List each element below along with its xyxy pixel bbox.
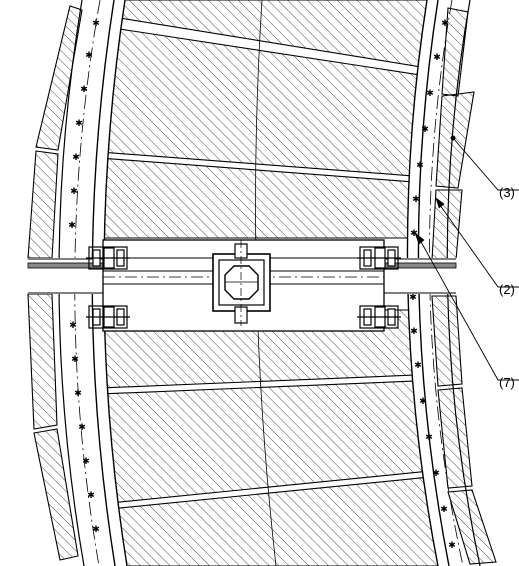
marker: ✱ bbox=[426, 89, 434, 99]
left-segment bbox=[27, 293, 58, 430]
left-joint-bar bbox=[27, 262, 104, 269]
marker: ✱ bbox=[82, 457, 90, 467]
marker: ✱ bbox=[71, 355, 79, 365]
marker: ✱ bbox=[448, 541, 456, 551]
marker: ✱ bbox=[80, 85, 88, 95]
marker: ✱ bbox=[75, 119, 83, 129]
marker: ✱ bbox=[410, 229, 418, 239]
marker: ✱ bbox=[92, 525, 100, 535]
marker: ✱ bbox=[74, 389, 82, 399]
marker: ✱ bbox=[68, 221, 76, 231]
inner-block bbox=[103, 157, 438, 239]
marker: ✱ bbox=[412, 195, 420, 205]
left-segment bbox=[35, 5, 83, 151]
right-centerline bbox=[429, 0, 464, 566]
callout-label-2: (2) bbox=[499, 282, 515, 297]
left-outer-segments bbox=[27, 5, 83, 561]
right-outer-segments bbox=[431, 7, 497, 565]
leader-line-3 bbox=[452, 137, 519, 191]
marker: ✱ bbox=[425, 433, 433, 443]
marker: ✱ bbox=[78, 423, 86, 433]
right-segment bbox=[437, 387, 473, 489]
inner-block bbox=[103, 25, 438, 179]
callout-labels: (3) (2) (7) bbox=[499, 185, 515, 390]
callout-label-7: (7) bbox=[499, 375, 515, 390]
center-fitting bbox=[212, 240, 271, 326]
marker: ✱ bbox=[72, 153, 80, 163]
marker: ✱ bbox=[409, 293, 417, 303]
marker: ✱ bbox=[410, 327, 418, 337]
bolt-top-left bbox=[86, 246, 130, 270]
marker: ✱ bbox=[432, 469, 440, 479]
bolt-top-right bbox=[357, 246, 401, 270]
left-centerline bbox=[74, 0, 101, 566]
bolts bbox=[86, 246, 401, 329]
marker: ✱ bbox=[87, 491, 95, 501]
marker: ✱ bbox=[441, 19, 449, 29]
marker: ✱ bbox=[421, 125, 429, 135]
marker: ✱ bbox=[92, 19, 100, 29]
left-segment bbox=[33, 428, 79, 561]
bolt-bottom-left bbox=[86, 305, 130, 329]
right-segment bbox=[431, 295, 463, 387]
left-segment bbox=[27, 150, 59, 259]
inner-block bbox=[103, 475, 438, 566]
callout-label-3: (3) bbox=[499, 185, 515, 200]
leader-lines bbox=[414, 135, 519, 381]
fitting-octagon bbox=[224, 265, 259, 300]
leader-arrow-2 bbox=[435, 197, 445, 209]
marker: ✱ bbox=[69, 321, 77, 331]
marker: ✱ bbox=[414, 361, 422, 371]
marker: ✱ bbox=[85, 51, 93, 61]
marker: ✱ bbox=[419, 397, 427, 407]
inner-block bbox=[103, 379, 438, 505]
bolt-bottom-right bbox=[357, 305, 401, 329]
leader-line-2 bbox=[439, 204, 519, 288]
marker: ✱ bbox=[70, 187, 78, 197]
marker: ✱ bbox=[433, 53, 441, 63]
marker: ✱ bbox=[416, 161, 424, 171]
leader-line-7 bbox=[419, 239, 519, 381]
marker: ✱ bbox=[440, 505, 448, 515]
